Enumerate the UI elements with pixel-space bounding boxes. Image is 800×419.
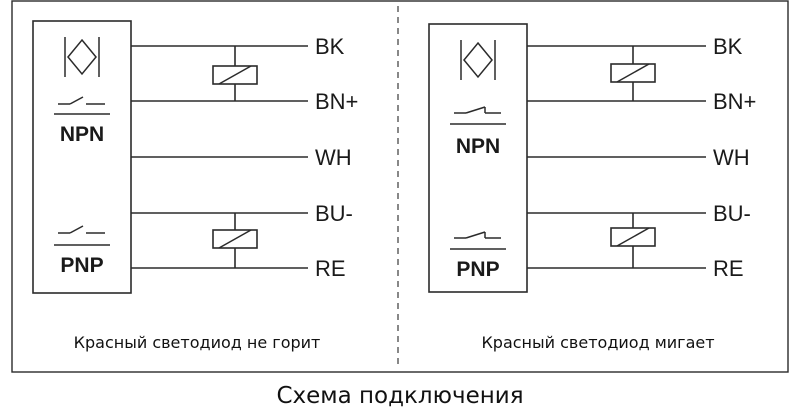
pnp-label: PNP [456,258,499,281]
wire-label-re: RE [713,256,744,281]
load-icon [212,213,258,268]
pnp-switch-icon [58,225,105,234]
caption-right: Красный светодиод мигает [481,333,714,352]
npn-switch-icon [58,96,105,105]
npn-label: NPN [60,123,104,146]
outer-border [11,0,789,373]
npn-switch-icon [454,106,501,114]
diagram-title: Схема подключения [276,383,523,409]
wire-label-bu: BU- [315,201,353,226]
sensor-body-right [428,23,528,293]
wire-label-wh: WH [315,145,352,170]
load-icon [610,46,656,101]
proximity-sensor-icon [64,37,100,77]
npn-label: NPN [456,135,500,158]
proximity-sensor-icon [460,40,496,80]
wire-label-bk: BK [713,34,743,59]
pnp-label: PNP [60,254,103,277]
wire-label-bu: BU- [713,201,751,226]
wire-label-bn: BN+ [315,89,358,114]
wire-label-bk: BK [315,34,345,59]
pnp-switch-icon [454,231,501,239]
wire-label-re: RE [315,256,346,281]
diagram-right: NPN PNP BK [428,23,756,352]
wire-label-wh: WH [713,145,750,170]
caption-left: Красный светодиод не горит [74,333,321,352]
diagram-left: NPN PNP BK BN+ [32,20,358,352]
sensor-body-left [32,20,132,294]
wire-label-bn: BN+ [713,89,756,114]
load-icon [610,213,656,268]
load-icon [212,46,258,101]
